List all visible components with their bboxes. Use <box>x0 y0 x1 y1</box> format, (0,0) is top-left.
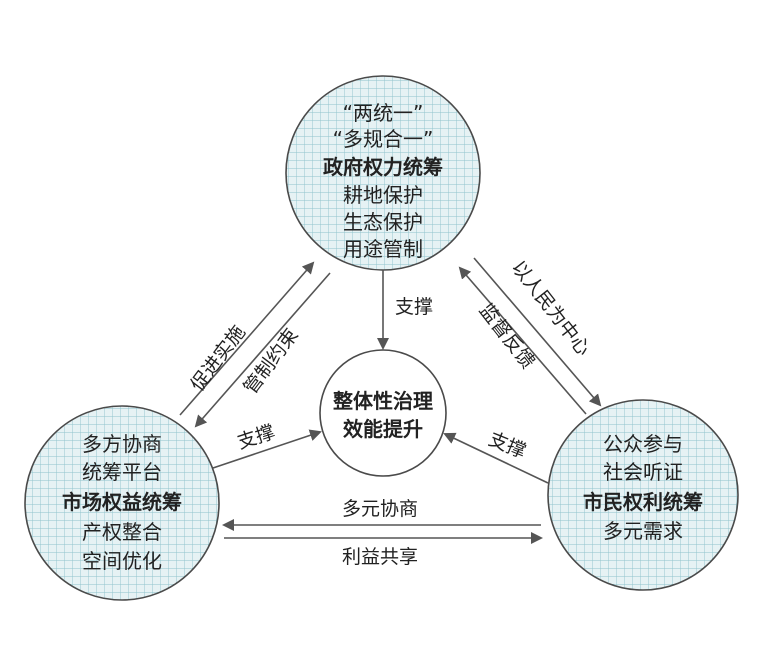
arrow-support-right <box>443 432 549 484</box>
government-title: 政府权力统筹 <box>323 155 443 179</box>
arrow-people-centered <box>473 257 602 407</box>
label-supervise-feedback: 监督反馈 <box>475 300 539 373</box>
government-line-5: 生态保护 <box>343 210 423 234</box>
label-benefit-sharing: 利益共享 <box>342 546 418 568</box>
center-line-2: 效能提升 <box>343 417 423 441</box>
arrow-regulate-constrain <box>194 272 331 428</box>
government-line-6: 用途管制 <box>343 237 423 261</box>
market-title: 市场权益统筹 <box>62 490 182 514</box>
arrow-supervise-feedback <box>458 266 587 415</box>
label-multi-negotiation: 多元协商 <box>342 498 418 520</box>
citizen-line-2: 社会听证 <box>603 460 683 484</box>
center-line-1: 整体性治理 <box>332 389 433 413</box>
citizen-circle <box>547 399 739 591</box>
citizen-title: 市民权利统筹 <box>583 490 703 514</box>
citizen-line-4: 多元需求 <box>603 519 683 543</box>
government-line-2: “多规合一” <box>333 127 434 151</box>
government-line-4: 耕地保护 <box>343 183 423 207</box>
center-node-text: 整体性治理 效能提升 <box>332 389 433 441</box>
government-line-1: “两统一” <box>343 101 424 125</box>
market-circle <box>24 405 220 601</box>
market-line-4: 产权整合 <box>82 520 162 544</box>
government-node-text: “两统一” “多规合一” 政府权力统筹 耕地保护 生态保护 用途管制 <box>323 101 443 261</box>
label-support-top: 支撑 <box>395 296 433 318</box>
market-line-2: 统筹平台 <box>82 460 162 484</box>
arrow-support-left <box>212 429 322 469</box>
label-support-right: 支撑 <box>486 428 529 463</box>
market-line-5: 空间优化 <box>82 549 162 573</box>
market-node-text: 多方协商 统筹平台 市场权益统筹 产权整合 空间优化 <box>62 432 182 573</box>
center-circle <box>319 349 447 477</box>
arrow-promote-implement <box>179 261 315 416</box>
citizen-line-1: 公众参与 <box>603 432 683 456</box>
market-line-1: 多方协商 <box>82 432 162 456</box>
citizen-node-text: 公众参与 社会听证 市民权利统筹 多元需求 <box>583 432 703 543</box>
